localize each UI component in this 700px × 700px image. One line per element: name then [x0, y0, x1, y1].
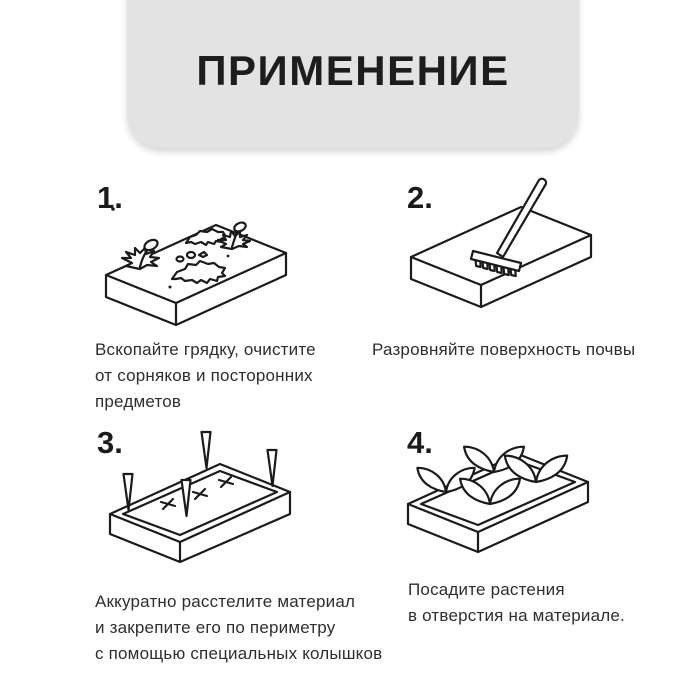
- garden-bed-with-fabric-and-pegs-icon: [102, 428, 312, 573]
- step-2-caption: Разровняйте поверхность почвы: [372, 340, 636, 359]
- step-4-number: 4.: [407, 425, 433, 460]
- garden-bed-with-plants-icon: [402, 424, 602, 559]
- garden-bed-with-rake-icon: [405, 175, 605, 315]
- stones-icon: [177, 252, 208, 262]
- page-title: ПРИМЕНЕНИЕ: [196, 47, 510, 94]
- covered-bed-icon: [110, 464, 290, 562]
- cut-mark-icon: [161, 477, 233, 509]
- step-4-caption: Посадите растения в отверстия на материа…: [408, 580, 625, 625]
- step-3-caption: Аккуратно расстелите материал и закрепит…: [95, 592, 383, 663]
- specks-icon: [111, 207, 230, 289]
- plant-icon: [417, 447, 567, 504]
- step-2-number: 2.: [407, 180, 433, 215]
- fabric-edge-icon: [421, 461, 575, 525]
- weed-icon: [218, 221, 250, 249]
- step-1-caption: Вскопайте грядку, очистите от сорняков и…: [95, 340, 316, 411]
- step-3-number: 3.: [97, 425, 123, 460]
- step-1-number: 1.: [97, 180, 123, 215]
- weed-icon: [122, 238, 159, 269]
- peg-icon: [124, 432, 277, 516]
- rake-icon: [471, 179, 546, 276]
- title-banner: ПРИМЕНЕНИЕ: [127, 0, 579, 148]
- garden-bed-with-weeds-icon: [100, 207, 300, 333]
